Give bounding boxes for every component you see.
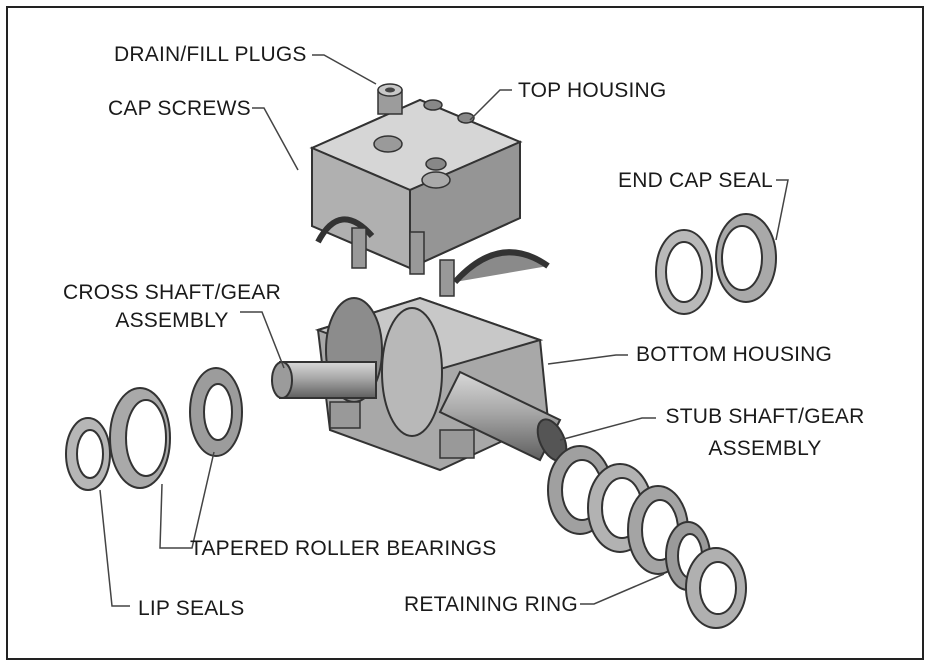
label-bottom-housing: BOTTOM HOUSING xyxy=(636,343,833,366)
leader-cap-screws xyxy=(252,107,299,171)
left-bearing-cup xyxy=(109,387,171,489)
label-top-housing: TOP HOUSING xyxy=(518,79,667,102)
end-cap-seal xyxy=(655,213,777,315)
leader-end-cap-seal xyxy=(775,179,789,241)
leader-lip-seals xyxy=(99,489,130,607)
label-end-cap-seal: END CAP SEAL xyxy=(618,169,773,192)
leader-top-housing xyxy=(469,89,512,121)
label-stub-shaft-line2: ASSEMBLY xyxy=(708,437,822,460)
label-cross-shaft-line1: CROSS SHAFT/GEAR xyxy=(63,281,281,304)
leader-drain-fill-plugs xyxy=(312,54,377,85)
label-retaining-ring: RETAINING RING xyxy=(404,593,578,616)
label-cap-screws: CAP SCREWS xyxy=(108,97,251,120)
label-lip-seals: LIP SEALS xyxy=(138,597,245,620)
label-stub-shaft-line1: STUB SHAFT/GEAR xyxy=(665,405,865,428)
leader-cross-shaft xyxy=(240,311,285,369)
leader-retaining-ring xyxy=(580,573,665,605)
left-bearing-cone xyxy=(189,367,243,457)
label-drain-fill-plugs: DRAIN/FILL PLUGS xyxy=(114,43,307,66)
cross-shaft xyxy=(271,361,377,399)
leader-tapered-roller-bearings-2 xyxy=(180,451,215,549)
leader-tapered-roller-bearings-1 xyxy=(159,483,180,549)
top-housing xyxy=(309,98,550,297)
leader-bottom-housing xyxy=(547,354,628,365)
left-lip-seal xyxy=(65,417,111,491)
label-tapered-roller-bearings: TAPERED ROLLER BEARINGS xyxy=(190,537,497,560)
stub-shaft xyxy=(438,370,568,462)
drain-fill-plug xyxy=(377,83,403,115)
label-cross-shaft-line2: ASSEMBLY xyxy=(115,309,229,332)
leader-stub-shaft xyxy=(559,417,656,441)
right-bearing-stack xyxy=(547,445,747,629)
